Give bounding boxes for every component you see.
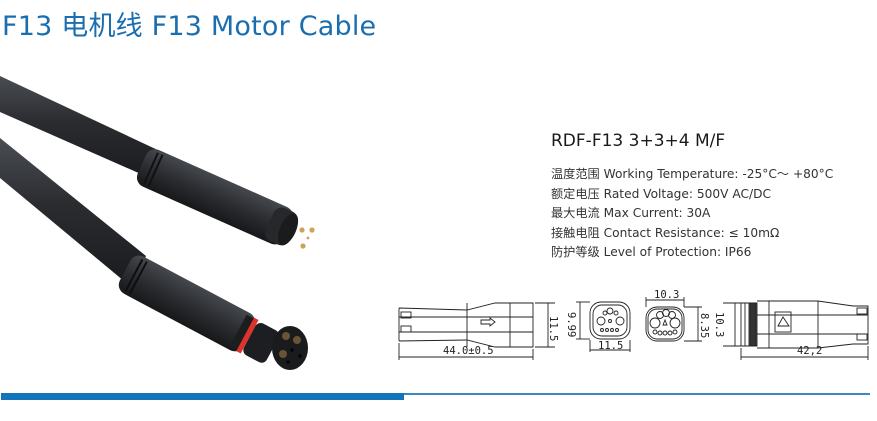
spec-current: 最大电流 Max Current: 30A — [551, 206, 711, 221]
divider-line — [404, 393, 870, 395]
dim-female-face-height: 9.99 — [565, 312, 577, 337]
dim-female-side-height: 10.3 — [713, 312, 725, 337]
spec-temperature: 温度范围 Working Temperature: -25°C～ +80°C — [551, 167, 834, 181]
dim-male-face-width: 10.3 — [654, 289, 679, 301]
male-face-drawing: 10.3 8.35 — [645, 289, 710, 342]
dim-female-face-width: 11.5 — [598, 340, 623, 352]
product-photo — [0, 76, 315, 370]
dim-female-side-length: 42,2 — [797, 345, 822, 357]
dim-male-height: 11.5 — [547, 316, 559, 341]
spec-list: 温度范围 Working Temperature: -25°C～ +80°C 额… — [551, 165, 833, 263]
female-face-drawing: 9.99 11.5 — [565, 301, 631, 352]
dim-male-face-height: 8.35 — [698, 313, 710, 338]
female-side-drawing: 10.3 42,2 — [713, 300, 869, 360]
female-cable — [0, 138, 308, 370]
dim-male-length: 44.0±0.5 — [443, 345, 494, 357]
product-model: RDF-F13 3+3+4 M/F — [551, 131, 726, 151]
male-side-drawing: 44.0±0.5 11.5 — [398, 302, 559, 360]
spec-protection: 防护等级 Level of Protection: IP66 — [551, 245, 752, 260]
accent-bar — [1, 393, 404, 400]
spec-resistance: 接触电阻 Contact Resistance: ≤ 10mΩ — [551, 225, 780, 240]
spec-voltage: 额定电压 Rated Voltage: 500V AC/DC — [551, 186, 771, 201]
page-title: F13 电机线 F13 Motor Cable — [2, 11, 377, 42]
male-cable — [0, 76, 315, 249]
